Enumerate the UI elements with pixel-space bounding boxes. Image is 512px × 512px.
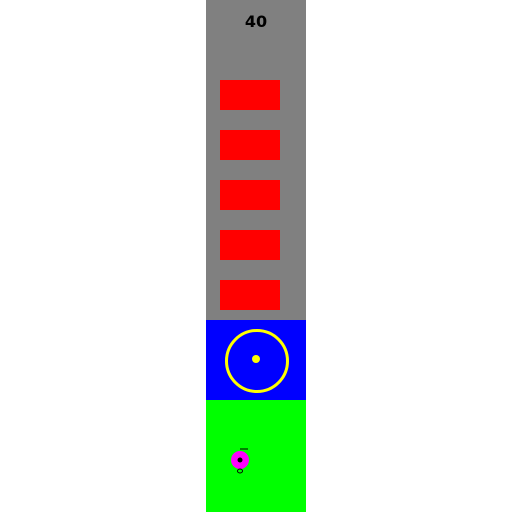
- obstacle-block: [220, 80, 280, 110]
- score-display: 40: [244, 12, 268, 31]
- obstacle-block: [220, 280, 280, 310]
- agent-marker-icon: [231, 448, 249, 474]
- obstacle-block: [220, 230, 280, 260]
- start-zone: [206, 400, 306, 512]
- obstacle-block: [220, 180, 280, 210]
- game-playfield: 40: [206, 0, 306, 512]
- goal-zone: [206, 320, 306, 400]
- target-ring-icon: [225, 329, 289, 393]
- obstacle-block: [220, 130, 280, 160]
- road-zone: 40: [206, 0, 306, 320]
- target-center-dot: [252, 355, 260, 363]
